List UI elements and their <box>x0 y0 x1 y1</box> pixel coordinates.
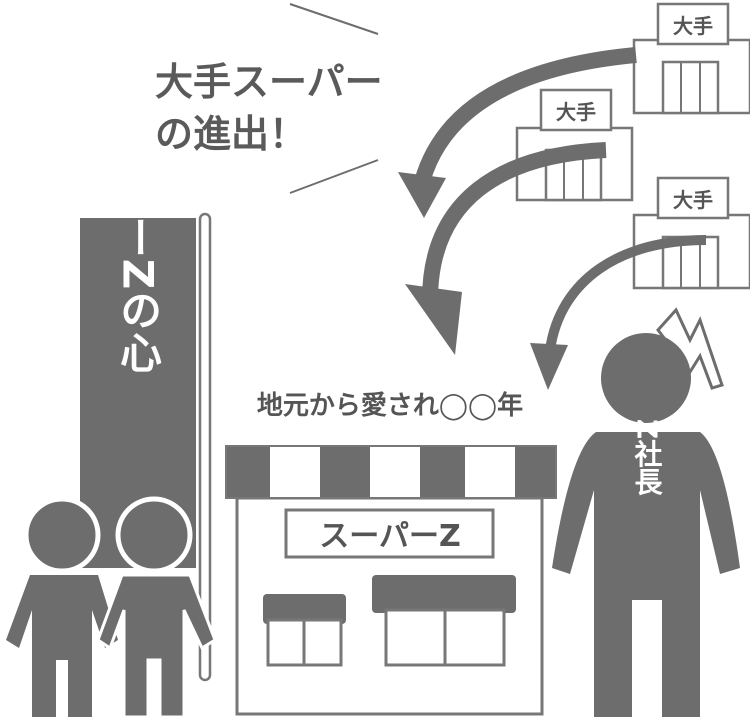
shop-tagline: 地元から愛され◯◯年 <box>257 390 523 421</box>
customer-2-head <box>115 496 193 574</box>
arrow-2-body <box>422 142 607 301</box>
customer-1-head <box>23 496 101 574</box>
customer-1-body <box>6 575 118 717</box>
customers <box>6 496 217 717</box>
president-label: Z社長 <box>631 419 664 496</box>
store-sign: 大手 <box>673 188 713 212</box>
headline-line1: 大手スーパー <box>155 60 383 104</box>
arrow-1-body <box>412 47 637 192</box>
shock-mark-icon <box>656 307 724 390</box>
arrow-1-head <box>398 172 446 218</box>
speed-line-top <box>289 3 379 35</box>
big-chain-store-3: 大手 <box>632 176 750 290</box>
arrow-3-body <box>545 235 707 351</box>
banner-text: スーパーZの心 <box>114 91 163 373</box>
speed-line-bottom <box>289 159 379 194</box>
small-window-awning <box>263 594 346 624</box>
arrow-2-head <box>405 284 462 355</box>
big-chain-store-1: 大手 <box>632 2 750 115</box>
large-window-awning <box>372 575 516 613</box>
arrow-3-head <box>530 343 568 390</box>
local-shop: 地元から愛され◯◯年 スーパーZ <box>225 390 557 716</box>
store-sign-box <box>656 176 730 220</box>
store-sign-box <box>656 2 730 46</box>
store-door <box>661 60 720 115</box>
headline-line2: の進出！ <box>155 112 307 156</box>
shop-sign-box <box>284 508 495 559</box>
store-sign: 大手 <box>673 14 713 38</box>
shop-sign: スーパーZ <box>319 519 460 554</box>
store-sign: 大手 <box>556 100 596 124</box>
invasion-arrows <box>398 47 707 390</box>
banner-pole <box>198 212 212 682</box>
customer-2-body <box>96 573 217 717</box>
president-head <box>601 333 691 423</box>
president-z: Z社長 <box>552 307 740 717</box>
president-body <box>552 432 740 717</box>
headline: 大手スーパー の進出！ <box>155 3 383 194</box>
store-sign-box <box>539 88 613 132</box>
